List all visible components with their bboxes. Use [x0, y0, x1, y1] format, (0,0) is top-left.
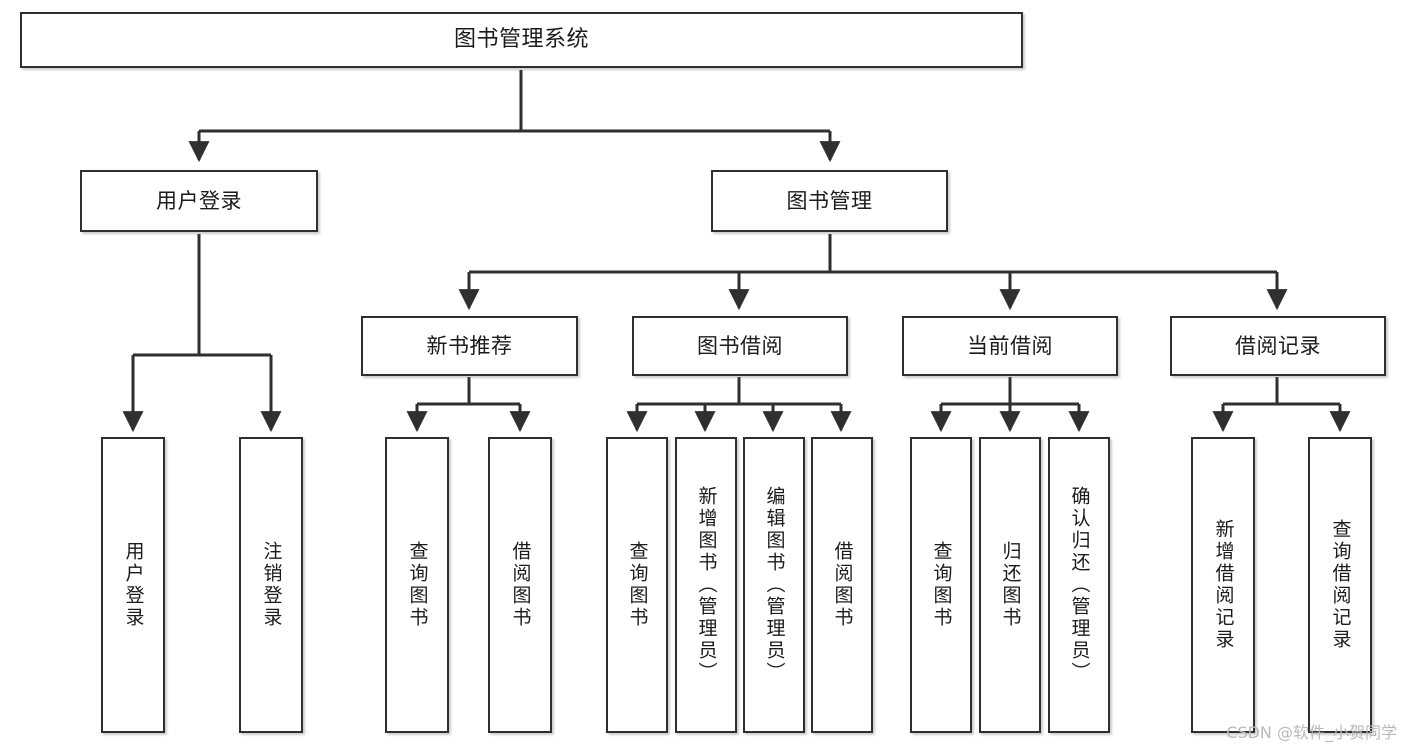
node-leaf-borrow-book-recommend[interactable]: 借阅图书: [488, 437, 552, 733]
node-label: 借阅图书: [509, 541, 532, 629]
node-leaf-confirm-return-admin[interactable]: 确认归还（管理员）: [1048, 437, 1110, 733]
node-label: 用户登录: [122, 541, 145, 629]
node-root-book-management-system[interactable]: 图书管理系统: [20, 12, 1023, 68]
watermark: CSDN @软件_小贺同学: [1226, 723, 1397, 742]
node-label: 新增借阅记录: [1212, 519, 1235, 651]
node-label: 确认归还（管理员）: [1068, 486, 1091, 684]
node-leaf-add-book-admin[interactable]: 新增图书（管理员）: [675, 437, 737, 733]
node-new-book-recommend[interactable]: 新书推荐: [361, 316, 578, 376]
node-label: 归还图书: [999, 541, 1022, 629]
node-user-login[interactable]: 用户登录: [80, 170, 318, 232]
node-label: 新书推荐: [426, 333, 513, 358]
node-current-borrow[interactable]: 当前借阅: [902, 316, 1118, 376]
node-label: 编辑图书（管理员）: [763, 486, 786, 684]
node-label: 查询图书: [930, 541, 953, 629]
node-leaf-edit-book-admin[interactable]: 编辑图书（管理员）: [743, 437, 805, 733]
node-leaf-borrow-book[interactable]: 借阅图书: [811, 437, 873, 733]
node-label: 注销登录: [260, 541, 283, 629]
node-label: 借阅记录: [1235, 333, 1321, 358]
node-leaf-user-login[interactable]: 用户登录: [101, 437, 165, 733]
node-label: 图书借阅: [697, 333, 783, 358]
node-label: 查询借阅记录: [1329, 519, 1352, 651]
node-leaf-add-borrow-record[interactable]: 新增借阅记录: [1191, 437, 1255, 733]
node-label: 查询图书: [406, 541, 429, 629]
node-label: 图书管理: [786, 188, 873, 213]
node-leaf-query-book-borrow[interactable]: 查询图书: [606, 437, 668, 733]
node-label: 用户登录: [156, 188, 242, 213]
node-leaf-return-book[interactable]: 归还图书: [979, 437, 1041, 733]
node-label: 当前借阅: [967, 333, 1053, 358]
node-book-borrow[interactable]: 图书借阅: [632, 316, 848, 376]
node-leaf-query-book-recommend[interactable]: 查询图书: [385, 437, 449, 733]
node-leaf-query-borrow-record[interactable]: 查询借阅记录: [1308, 437, 1372, 733]
node-label: 借阅图书: [831, 541, 854, 629]
node-leaf-query-book-current[interactable]: 查询图书: [910, 437, 972, 733]
node-label: 查询图书: [626, 541, 649, 629]
node-book-management[interactable]: 图书管理: [711, 170, 948, 232]
node-label: 图书管理系统: [453, 27, 589, 53]
node-label: 新增图书（管理员）: [695, 486, 718, 684]
node-leaf-logout[interactable]: 注销登录: [239, 437, 303, 733]
node-borrow-record[interactable]: 借阅记录: [1170, 316, 1386, 376]
